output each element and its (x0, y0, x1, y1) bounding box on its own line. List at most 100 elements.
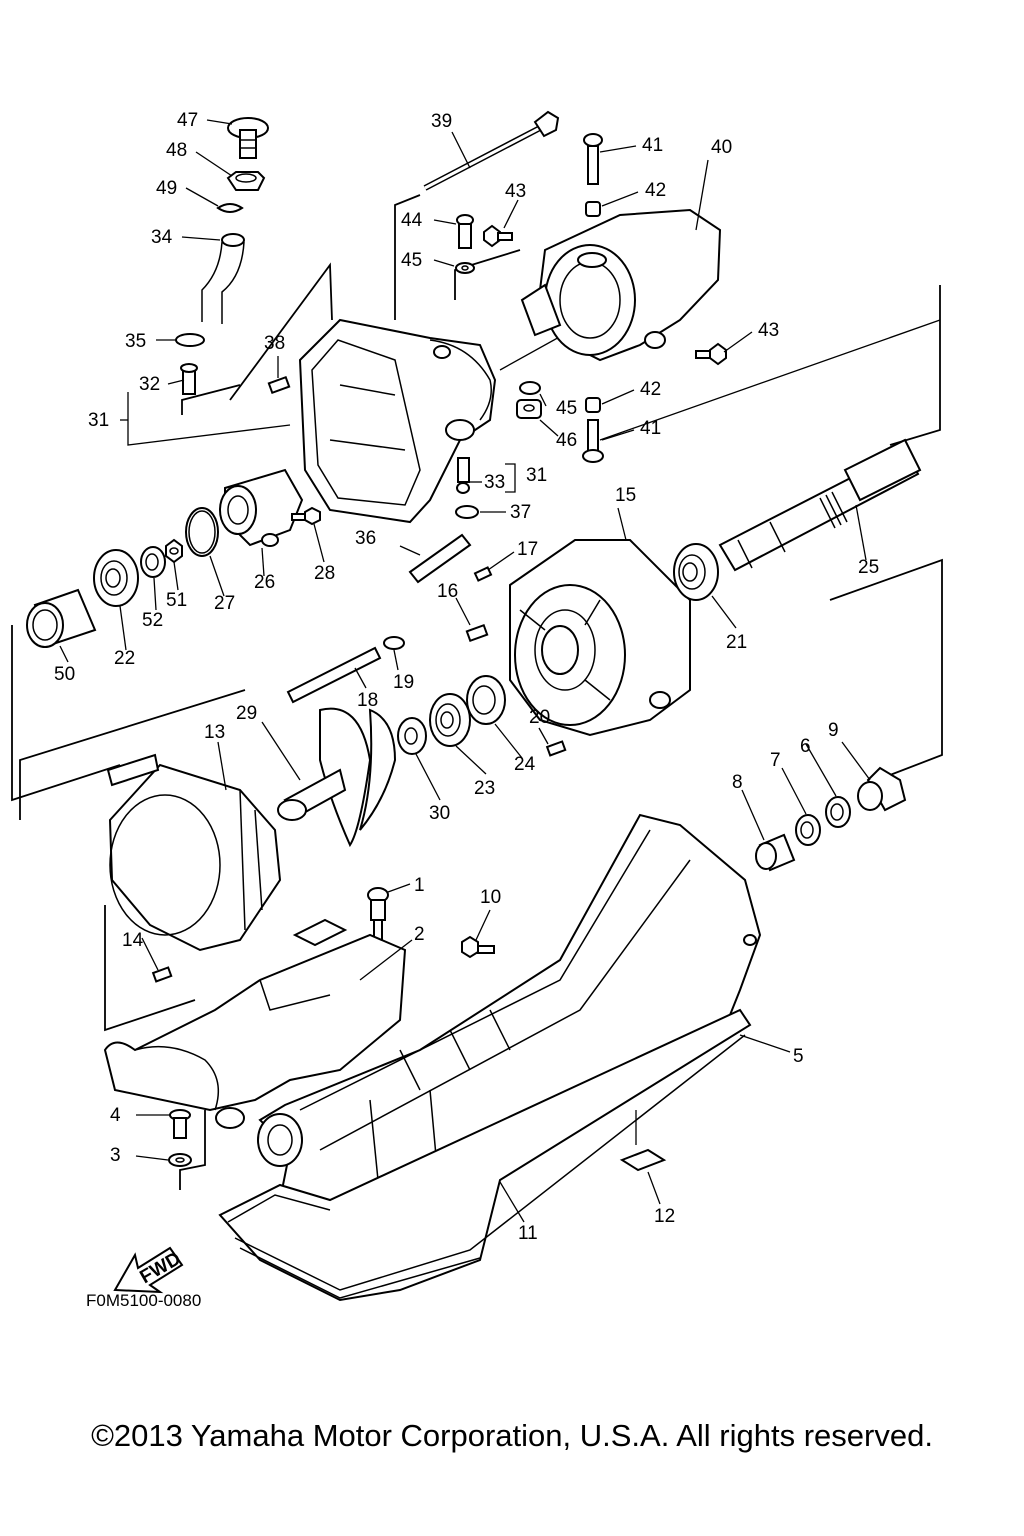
callout-12: 12 (654, 1206, 675, 1227)
callout-31: 31 (88, 410, 109, 431)
callout-38: 38 (264, 333, 285, 354)
hose-34 (201, 233, 245, 324)
figure-code: F0M5100-0080 (86, 1291, 201, 1310)
callout-28: 28 (314, 563, 335, 584)
callout-14: 14 (122, 930, 144, 951)
cap-9 (857, 766, 907, 812)
fwd-arrow-icon: FWD (113, 1246, 184, 1294)
fitting-1 (367, 887, 389, 941)
callout-20: 20 (529, 707, 550, 728)
bolt-43-top (483, 224, 513, 248)
pin-18 (286, 646, 382, 704)
pin-16 (465, 623, 489, 643)
bearing-21 (673, 543, 719, 601)
bearing-24 (466, 675, 506, 725)
bearing-23 (429, 693, 471, 747)
bolt-43-right (695, 342, 727, 366)
impeller-29 (277, 707, 397, 848)
seal-52 (140, 546, 166, 578)
washer-7 (795, 814, 821, 846)
callout-25: 25 (858, 557, 879, 578)
callout-44: 44 (401, 210, 423, 231)
impeller-housing-15 (509, 539, 691, 737)
bolt-41-bottom (582, 419, 604, 463)
callout-15: 15 (615, 485, 636, 506)
callout-45-top: 45 (401, 250, 422, 271)
callout-49: 49 (156, 178, 177, 199)
callout-47: 47 (177, 110, 198, 131)
callout-36: 36 (355, 528, 376, 549)
callout-2: 2 (414, 924, 425, 945)
callout-39: 39 (431, 111, 452, 132)
bolt-10 (461, 935, 495, 959)
washer-30 (397, 717, 427, 755)
cap-50 (26, 588, 97, 648)
callout-43-top: 43 (505, 181, 526, 202)
callout-6: 6 (800, 736, 811, 757)
callout-42-bottom: 42 (640, 379, 661, 400)
callout-48: 48 (166, 140, 187, 161)
bearing-22 (93, 549, 139, 607)
washer-45-top (455, 262, 475, 274)
callout-23: 23 (474, 778, 495, 799)
callout-5: 5 (793, 1046, 804, 1067)
filler-cap-47 (227, 117, 269, 159)
callout-17: 17 (517, 539, 538, 560)
callout-7: 7 (770, 750, 781, 771)
o-ring-27 (185, 507, 219, 557)
duct-ring-13 (106, 753, 282, 952)
clamp-49 (216, 203, 244, 213)
hose-36 (408, 533, 472, 584)
callout-24: 24 (514, 754, 536, 775)
callout-13: 13 (204, 722, 225, 743)
callout-52: 52 (142, 610, 163, 631)
washer-45-bottom (519, 381, 541, 395)
callout-34: 34 (151, 227, 173, 248)
callout-21: 21 (726, 632, 747, 653)
pin-14 (151, 966, 173, 983)
callout-33: 33 (484, 472, 505, 493)
washer-3 (168, 1153, 192, 1167)
callout-51: 51 (166, 590, 187, 611)
callout-43-right: 43 (758, 320, 779, 341)
callout-27: 27 (214, 593, 235, 614)
collar-42-bottom (585, 397, 601, 413)
callout-40: 40 (711, 137, 732, 158)
dowel-20 (545, 740, 567, 757)
callout-30: 30 (429, 803, 450, 824)
callout-45-bottom: 45 (556, 398, 577, 419)
callout-11: 11 (518, 1223, 538, 1244)
fitting-44 (456, 214, 474, 249)
intake-duct-2 (103, 933, 407, 1129)
callout-35: 35 (125, 331, 146, 352)
callout-46: 46 (556, 430, 577, 451)
collar-42-top (585, 201, 601, 217)
callout-19: 19 (393, 672, 414, 693)
bolt-41-top (583, 133, 603, 185)
callout-4: 4 (110, 1105, 121, 1126)
callout-16: 16 (437, 581, 458, 602)
callout-50: 50 (54, 664, 75, 685)
callout-41-top: 41 (642, 135, 663, 156)
callout-22: 22 (114, 648, 135, 669)
assembly-outline-lines (11, 194, 943, 1190)
callout-41-bottom: 41 (640, 418, 661, 439)
callout-26: 26 (254, 572, 275, 593)
callout-29: 29 (236, 703, 257, 724)
callout-32: 32 (139, 374, 160, 395)
fitting-32 (180, 363, 198, 395)
callout-9: 9 (828, 720, 839, 741)
steering-nozzle-40 (520, 208, 722, 362)
callout-labels: 47 48 49 34 35 32 31 38 39 40 41 42 43 4… (54, 110, 879, 1310)
pad-12 (619, 1148, 667, 1172)
bolt-28 (291, 506, 321, 526)
callout-18: 18 (357, 690, 378, 711)
callout-3: 3 (110, 1145, 121, 1166)
long-bolt-39 (423, 110, 560, 191)
bracket-2-plate (292, 918, 348, 947)
washer-6 (825, 796, 851, 828)
fitting-33 (456, 457, 470, 494)
bottom-plate-5 (218, 1008, 752, 1302)
nut-51 (165, 538, 183, 564)
